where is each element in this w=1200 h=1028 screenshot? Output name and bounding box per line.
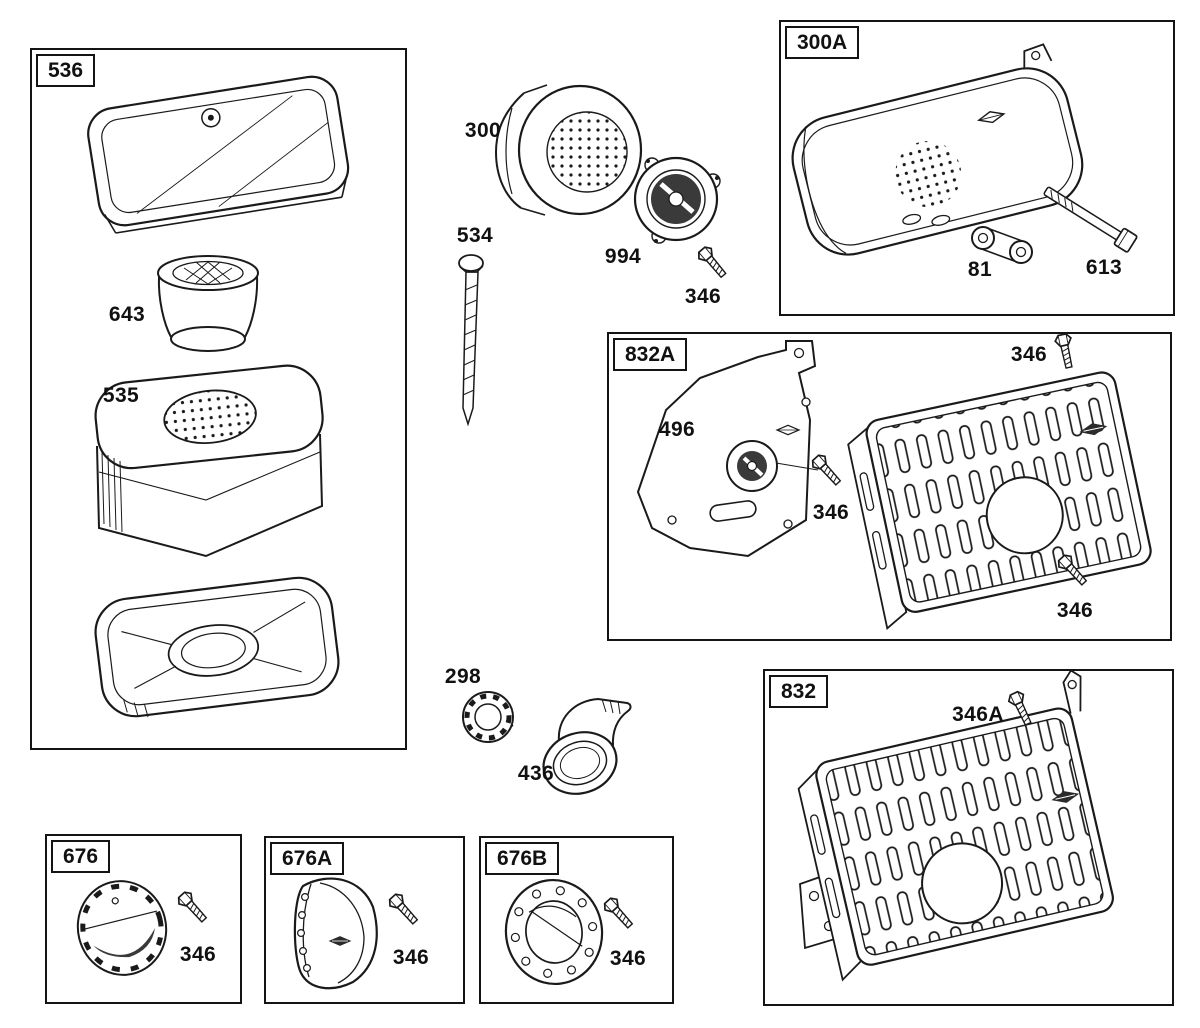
callout-994: 994 [604, 245, 642, 268]
group-box-676a [264, 836, 465, 1004]
group-box-676b [479, 836, 674, 1004]
callout-346a: 346A [952, 703, 1004, 726]
group-box-832a [607, 332, 1172, 641]
callout-346-832a-bottom: 346 [1056, 599, 1094, 622]
group-box-676 [45, 834, 242, 1004]
bolt-346-muffler-drawing [694, 243, 731, 282]
callout-613: 613 [1085, 256, 1123, 279]
group-box-832 [763, 669, 1174, 1006]
plate-676-drawing [76, 880, 168, 976]
foam-element-535-drawing [94, 364, 324, 470]
muffler-guard-832-drawing [797, 669, 1114, 982]
group-box-536 [30, 48, 407, 750]
group-label-832: 832 [769, 675, 829, 709]
adapter-994-drawing [633, 156, 721, 244]
callout-496: 496 [658, 418, 696, 441]
muffler-guard-832a-drawing [847, 371, 1152, 631]
callout-346-676a: 346 [392, 946, 430, 969]
callout-298: 298 [444, 665, 482, 688]
elbow-436-drawing [542, 697, 632, 795]
air-cleaner-body-drawing [96, 433, 324, 558]
group-label-300a: 300A [785, 26, 860, 60]
screw-534-drawing [458, 254, 484, 427]
group-box-300a [779, 20, 1175, 316]
muffler-300-drawing [494, 84, 643, 216]
callout-300: 300 [464, 119, 502, 142]
group-label-676b: 676B [485, 842, 560, 876]
callout-346-832a-mid: 346 [812, 501, 850, 524]
callout-346-676: 346 [179, 943, 217, 966]
callout-346-832a-top: 346 [1010, 343, 1048, 366]
callout-436: 436 [517, 762, 555, 785]
group-label-536: 536 [36, 54, 96, 88]
air-cleaner-base-drawing [94, 576, 340, 718]
filter-element-643-drawing [157, 255, 259, 352]
callout-534: 534 [456, 224, 494, 247]
group-label-676a: 676A [270, 842, 345, 876]
group-label-832a: 832A [613, 338, 688, 372]
callout-346-muffler: 346 [684, 285, 722, 308]
link-81-drawing [971, 226, 1033, 264]
bracket-496-drawing [636, 340, 819, 558]
flange-676b-drawing [504, 878, 604, 986]
group-label-676: 676 [51, 840, 111, 874]
muffler-300a-drawing [791, 43, 1084, 256]
callout-535: 535 [102, 384, 140, 407]
air-cleaner-cover-drawing [87, 75, 350, 234]
deflector-676a-drawing [293, 877, 378, 990]
locknut-298-drawing [462, 691, 514, 743]
callout-81: 81 [967, 258, 993, 281]
callout-643: 643 [108, 303, 146, 326]
callout-346-676b: 346 [609, 947, 647, 970]
bolt-613-drawing [1043, 186, 1138, 253]
